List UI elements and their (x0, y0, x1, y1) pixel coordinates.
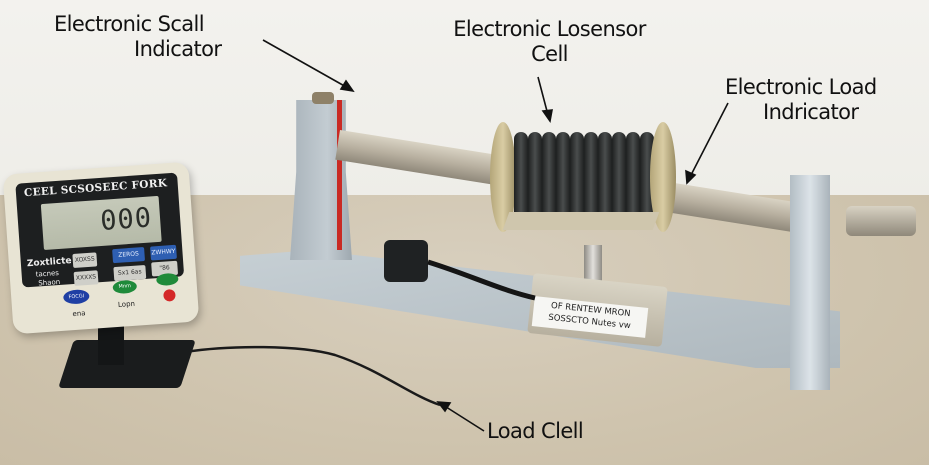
label-line: Electronic Load (725, 75, 877, 99)
button-caption: Lopn (117, 299, 136, 309)
label-line: Electronic Losensor (453, 17, 646, 41)
label-electronic-load-indicator: Electronic Load Indricator (725, 75, 877, 125)
display-value: 000 (99, 202, 154, 237)
label-line: Cell (531, 42, 568, 66)
scale-indicator-red-band (337, 100, 342, 250)
key-button[interactable]: Sx1 6as (113, 264, 147, 282)
left-pillar-knob (312, 92, 334, 104)
lcd-display: 000 (40, 195, 162, 250)
green-button-right[interactable] (155, 272, 179, 287)
spring-coil (514, 132, 528, 222)
red-button[interactable] (163, 288, 176, 302)
key-button[interactable]: ZWHWY (150, 244, 177, 261)
spring-coil (570, 132, 584, 222)
left-support-pillar (290, 100, 352, 260)
key-button[interactable]: XXXXS (73, 270, 99, 286)
spring-coil (542, 132, 556, 222)
spring-coil (612, 132, 626, 222)
spring-tray (502, 212, 660, 230)
label-line: Electronic Scall (54, 12, 205, 36)
right-adjust-knob[interactable] (846, 206, 916, 236)
spring-coil (528, 132, 542, 222)
panel-label: tacnes (35, 269, 60, 279)
right-support-pillar (790, 175, 830, 390)
panel-label: Shaon (38, 277, 61, 288)
spring-coil (584, 132, 598, 222)
label-line: Indicator (134, 37, 222, 61)
label-electronic-sensor-cell: Electronic Losensor Cell (432, 17, 667, 67)
label-electronic-scale-indicator: Electronic Scall Indicator (54, 12, 222, 62)
indicator-panel: CEEL SCSOSEEC FORK 000 XOXSS ZEROS ZWHWY… (15, 172, 185, 288)
spring-coil (556, 132, 570, 222)
spring-sensor-cell (490, 122, 690, 232)
key-button[interactable]: ZEROS (112, 246, 146, 264)
focus-button[interactable]: FOCGI (62, 288, 90, 305)
spring-coil (598, 132, 612, 222)
key-button[interactable]: XOXSS (72, 252, 98, 268)
indicator-stand-foot (58, 340, 196, 388)
panel-label: Zoxtlicte (26, 256, 72, 270)
label-load-cell: Load Clell (487, 419, 584, 443)
label-line: Indricator (763, 100, 859, 124)
button-caption: ena (72, 309, 86, 319)
cable-connector (384, 240, 428, 282)
digital-indicator: CEEL SCSOSEEC FORK 000 XOXSS ZEROS ZWHWY… (2, 161, 200, 335)
spring-coil (626, 132, 640, 222)
green-button[interactable]: Mnm (112, 279, 138, 295)
